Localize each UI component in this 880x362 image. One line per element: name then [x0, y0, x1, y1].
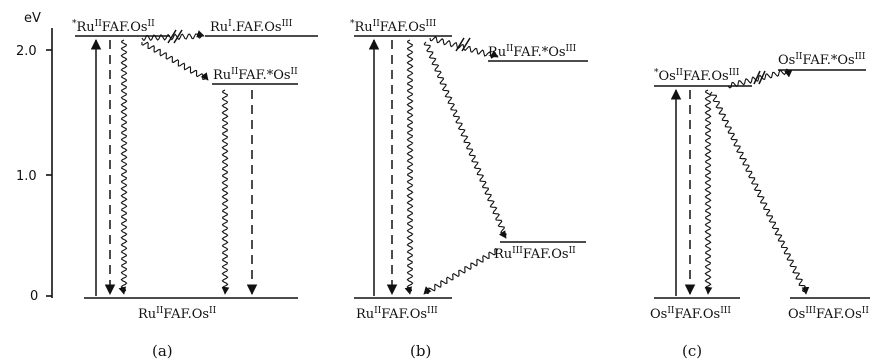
state-label-part: Ru — [488, 45, 506, 60]
state-label-part: Os — [788, 307, 805, 322]
state-label-part: Ru — [356, 307, 374, 322]
label-a-ru1-os3: RuI.FAF.OsIII — [210, 19, 293, 35]
label-b-excited-ru: *RuIIFAF.OsIII — [350, 19, 437, 35]
blocked-mark-a — [167, 29, 177, 44]
state-label-part: III — [729, 68, 740, 78]
state-label-part: * — [72, 19, 77, 29]
panel-b: *RuIIFAF.OsIII RuIIFAF.*OsIII RuIIIFAF.O… — [350, 19, 588, 360]
label-c-ground: OsIIFAF.OsIII — [650, 306, 731, 322]
nonradiative-wavy-arrow-a — [118, 39, 128, 295]
label-b-ru3-os2: RuIIIFAF.OsII — [494, 246, 576, 262]
state-label-part: III — [512, 246, 523, 256]
state-label-part: II — [209, 306, 217, 316]
state-label-part: FAF.Os — [674, 307, 720, 322]
state-label-part: II — [506, 44, 514, 54]
state-label-part: Ru — [494, 247, 512, 262]
state-label-part: Os — [650, 307, 667, 322]
state-label-part: Ru — [213, 68, 231, 83]
blocked-mark-b — [461, 37, 471, 52]
panel-a: *RuIIFAF.OsII RuI.FAF.OsIII RuIIFAF.*OsI… — [72, 19, 318, 360]
state-label-part: Os — [778, 53, 795, 68]
state-label-part: II — [156, 306, 164, 316]
state-label-part: FAF.Os — [102, 20, 148, 35]
electron-transfer-wavy-arrow-c — [709, 91, 810, 295]
state-label-part: FAF.Os — [683, 69, 729, 84]
tick-label-2: 2.0 — [16, 44, 37, 59]
state-label-part: II — [231, 67, 239, 77]
electron-transfer-wavy-arrow-a — [141, 30, 205, 41]
state-label-part: II — [862, 306, 870, 316]
state-label-part: FAF.Os — [381, 307, 427, 322]
state-label-part: * — [350, 19, 355, 29]
tick-label-1: 1.0 — [16, 169, 37, 184]
state-label-part: II — [95, 19, 103, 29]
state-label-part: FAF.*Os — [802, 53, 854, 68]
axis-unit: eV — [24, 11, 41, 26]
state-label-part: III — [427, 306, 438, 316]
label-a-excited-os: RuIIFAF.*OsII — [213, 67, 298, 83]
label-c-os3-os2: OsIIIFAF.OsII — [788, 306, 869, 322]
state-label-part: * — [654, 68, 659, 78]
state-label-part: FAF.Os — [523, 247, 569, 262]
energy-transfer-wavy-arrow-a — [141, 41, 209, 81]
state-label-part: III — [855, 52, 866, 62]
label-b-ground: RuIIFAF.OsIII — [356, 306, 438, 322]
nonradiative-wavy-arrow-c — [704, 89, 713, 295]
tick-label-0: 0 — [30, 289, 38, 304]
state-label-part: Os — [659, 69, 676, 84]
state-label-part: FAF.Os — [380, 20, 426, 35]
back-transfer-wavy-arrow-b — [423, 247, 499, 295]
state-label-part: II — [148, 19, 156, 29]
os-decay-wavy-arrow-a — [221, 89, 230, 295]
state-label-part: I — [228, 19, 232, 29]
energy-axis: eV 2.0 1.0 0 — [16, 11, 53, 304]
label-b-excited-os: RuIIFAF.*OsIII — [488, 44, 577, 60]
state-label-part: FAF.*Os — [238, 68, 290, 83]
state-label-part: Ru — [210, 20, 228, 35]
state-label-part: Ru — [77, 20, 95, 35]
panel-label-a: (a) — [152, 342, 173, 360]
panel-label-b: (b) — [410, 342, 431, 360]
state-label-part: III — [720, 306, 731, 316]
nonradiative-wavy-arrow-b — [404, 39, 414, 295]
state-label-part: II — [373, 19, 381, 29]
state-label-part: III — [805, 306, 816, 316]
state-label-part: .FAF.Os — [232, 20, 282, 35]
blocked-mark-a — [173, 29, 183, 44]
state-label-part: Ru — [355, 20, 373, 35]
panel-label-c: (c) — [682, 342, 702, 360]
label-a-excited-ru: *RuIIFAF.OsII — [72, 19, 155, 35]
blocked-mark-c — [758, 70, 766, 85]
electron-transfer-wavy-arrow-b — [423, 41, 507, 239]
state-label-part: II — [569, 246, 577, 256]
energy-transfer-wavy-arrow-c — [727, 68, 793, 89]
label-c-excited-os2: *OsIIFAF.OsIII — [654, 68, 740, 84]
state-label-part: II — [374, 306, 382, 316]
blocked-mark-c — [753, 70, 761, 85]
state-label-part: III — [566, 44, 577, 54]
state-label-part: II — [667, 306, 675, 316]
state-label-part: FAF.Os — [163, 307, 209, 322]
label-c-excited-os3: OsIIFAF.*OsIII — [778, 52, 866, 68]
state-label-part: Ru — [138, 307, 156, 322]
state-label-part: III — [426, 19, 437, 29]
label-a-ground: RuIIFAF.OsII — [138, 306, 217, 322]
state-label-part: II — [676, 68, 684, 78]
state-label-part: III — [282, 19, 293, 29]
state-label-part: II — [291, 67, 299, 77]
state-label-part: FAF.Os — [816, 307, 862, 322]
panel-c: *OsIIFAF.OsIII OsIIFAF.*OsIII OsIIFAF.Os… — [650, 52, 870, 360]
state-label-part: II — [795, 52, 803, 62]
state-label-part: FAF.*Os — [513, 45, 565, 60]
blocked-mark-b — [455, 37, 465, 52]
